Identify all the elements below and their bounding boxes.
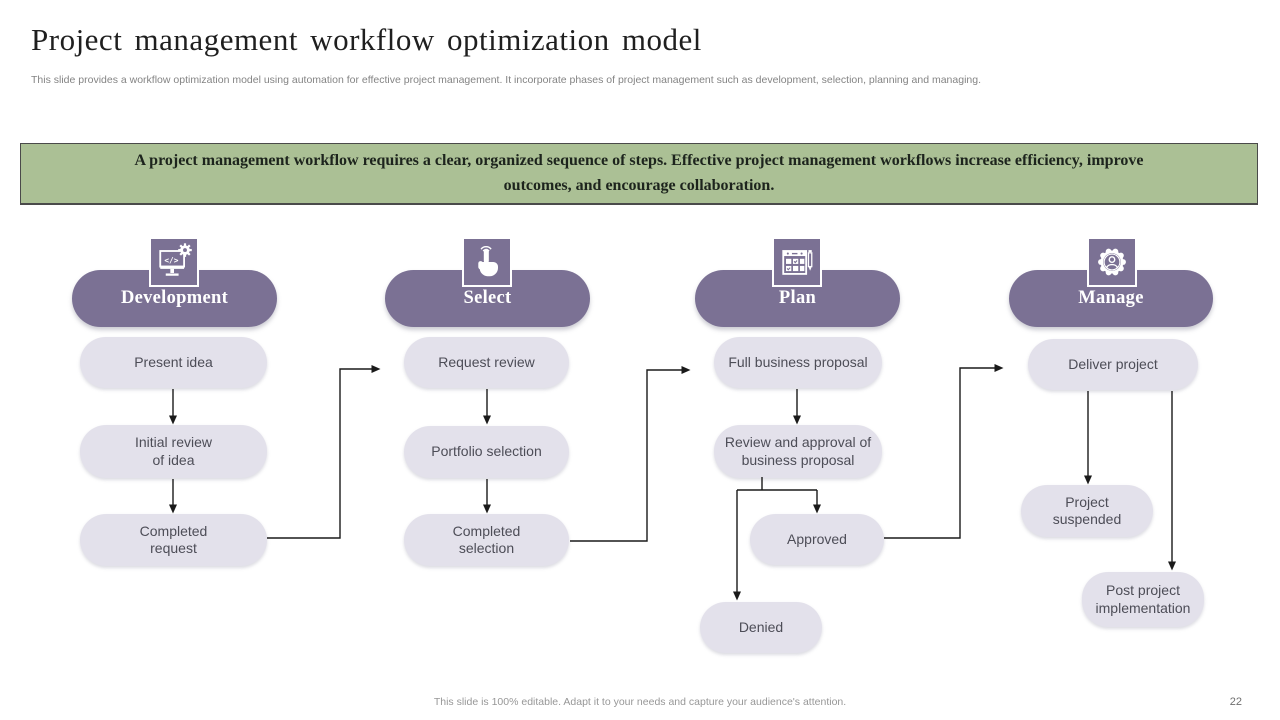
node-project-suspended: Project suspended <box>1021 485 1153 537</box>
stage-header-plan: Plan <box>695 270 900 327</box>
gear-person-icon <box>1098 248 1126 276</box>
node-denied: Denied <box>700 602 822 653</box>
select-iconbox <box>462 237 512 287</box>
key-message-banner: A project management workflow requires a… <box>20 143 1258 205</box>
svg-text:</>: </> <box>164 256 178 265</box>
calendar-pencil-icon <box>782 250 813 275</box>
node-portfolio-selection: Portfolio selection <box>404 426 569 478</box>
monitor-code-gear-icon: </> <box>159 243 192 276</box>
key-message-text: A project management workflow requires a… <box>134 151 1144 194</box>
tap-hand-icon <box>478 246 498 277</box>
stage-header-label: Select <box>463 288 512 308</box>
stage-header-label: Manage <box>1078 288 1144 308</box>
node-present-idea: Present idea <box>80 337 267 388</box>
stage-header-development: Development <box>72 270 277 327</box>
node-completed-selection: Completed selection <box>404 514 569 566</box>
plan-iconbox <box>772 237 822 287</box>
page-subtitle: This slide provides a workflow optimizat… <box>31 74 982 86</box>
node-initial-review-of-idea: Initial review of idea <box>80 425 267 478</box>
node-post-project-implementation: Post project implementation <box>1082 572 1204 627</box>
development-iconbox: </> <box>149 237 199 287</box>
node-completed-request: Completed request <box>80 514 267 566</box>
node-review-approval-business-proposal: Review and approval of business proposal <box>714 425 882 478</box>
page-title: Project management workflow optimization… <box>31 22 702 57</box>
node-full-business-proposal: Full business proposal <box>714 337 882 388</box>
stage-header-label: Development <box>120 288 229 308</box>
node-approved: Approved <box>750 514 884 565</box>
manage-iconbox <box>1087 237 1137 287</box>
footer-note: This slide is 100% editable. Adapt it to… <box>433 696 847 708</box>
node-request-review: Request review <box>404 337 569 388</box>
node-deliver-project: Deliver project <box>1028 339 1198 390</box>
stage-header-label: Plan <box>778 288 817 308</box>
page-number: 22 <box>1229 696 1242 708</box>
